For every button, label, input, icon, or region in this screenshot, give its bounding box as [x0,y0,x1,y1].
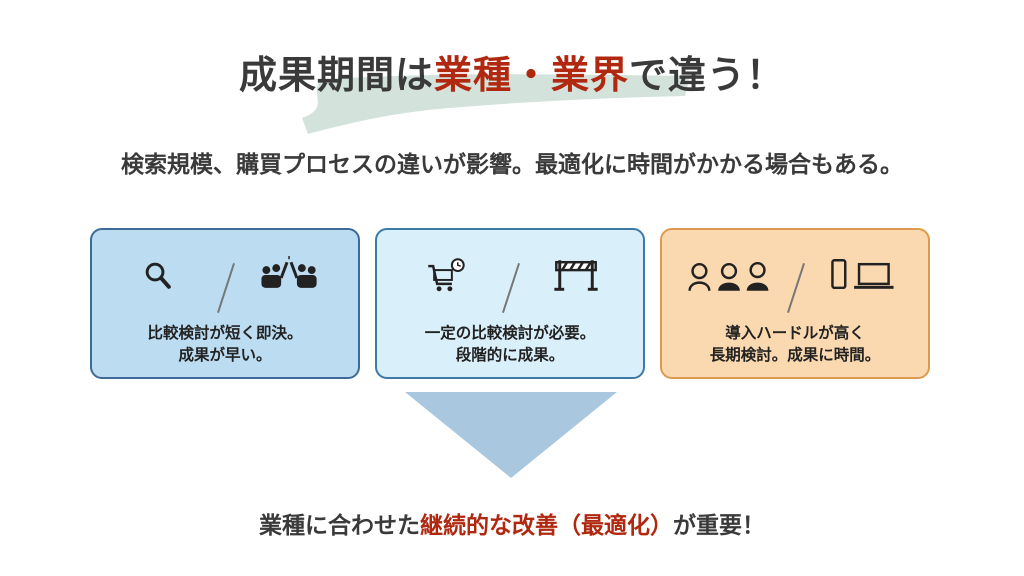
card-mid-cycle: 一定の比較検討が必要。段階的に成果。 [375,228,645,379]
card-text-line2: 成果が早い。 [178,346,272,364]
card-text-line1: 比較検討が短く即決。 [147,324,303,342]
barrier-icon [554,260,598,291]
down-arrow-triangle [405,392,617,478]
card-text-line2: 長期検討。成果に時間。 [709,346,881,364]
card-text-line2: 段階的に成果。 [455,346,565,364]
card-icons [688,259,894,292]
card-short-cycle: 比較検討が短く即決。成果が早い。 [90,228,360,379]
title-highlight: 業種・業界 [433,53,629,97]
title-text: 成果期間は [238,53,434,97]
brush-stroke-decoration [302,74,690,134]
search-icon [145,262,171,289]
card-icons [145,256,317,289]
high-five-icon [261,256,317,288]
card-long-cycle: 導入ハードルが高く長期検討。成果に時間。 [660,228,930,379]
title-text-end: で違う！ [629,53,786,97]
conclusion-text: 業種に合わせた継続的な改善（最適化）が重要！ [0,506,1024,540]
cart-clock-icon [428,258,465,292]
conclusion-end: が重要！ [673,513,765,539]
devices-icon [831,259,894,290]
conclusion-start: 業種に合わせた [259,513,420,539]
card-icons [428,258,598,292]
people-icon [688,261,769,292]
page-title: 成果期間は業種・業界で違う！ [0,44,1024,99]
card-text-line1: 導入ハードルが高く [725,324,865,342]
card-text-line1: 一定の比較検討が必要。 [424,324,596,342]
subtitle: 検索規模、購買プロセスの違いが影響。最適化に時間がかかる場合もある。 [121,152,903,178]
conclusion-highlight: 継続的な改善（最適化） [420,513,673,539]
